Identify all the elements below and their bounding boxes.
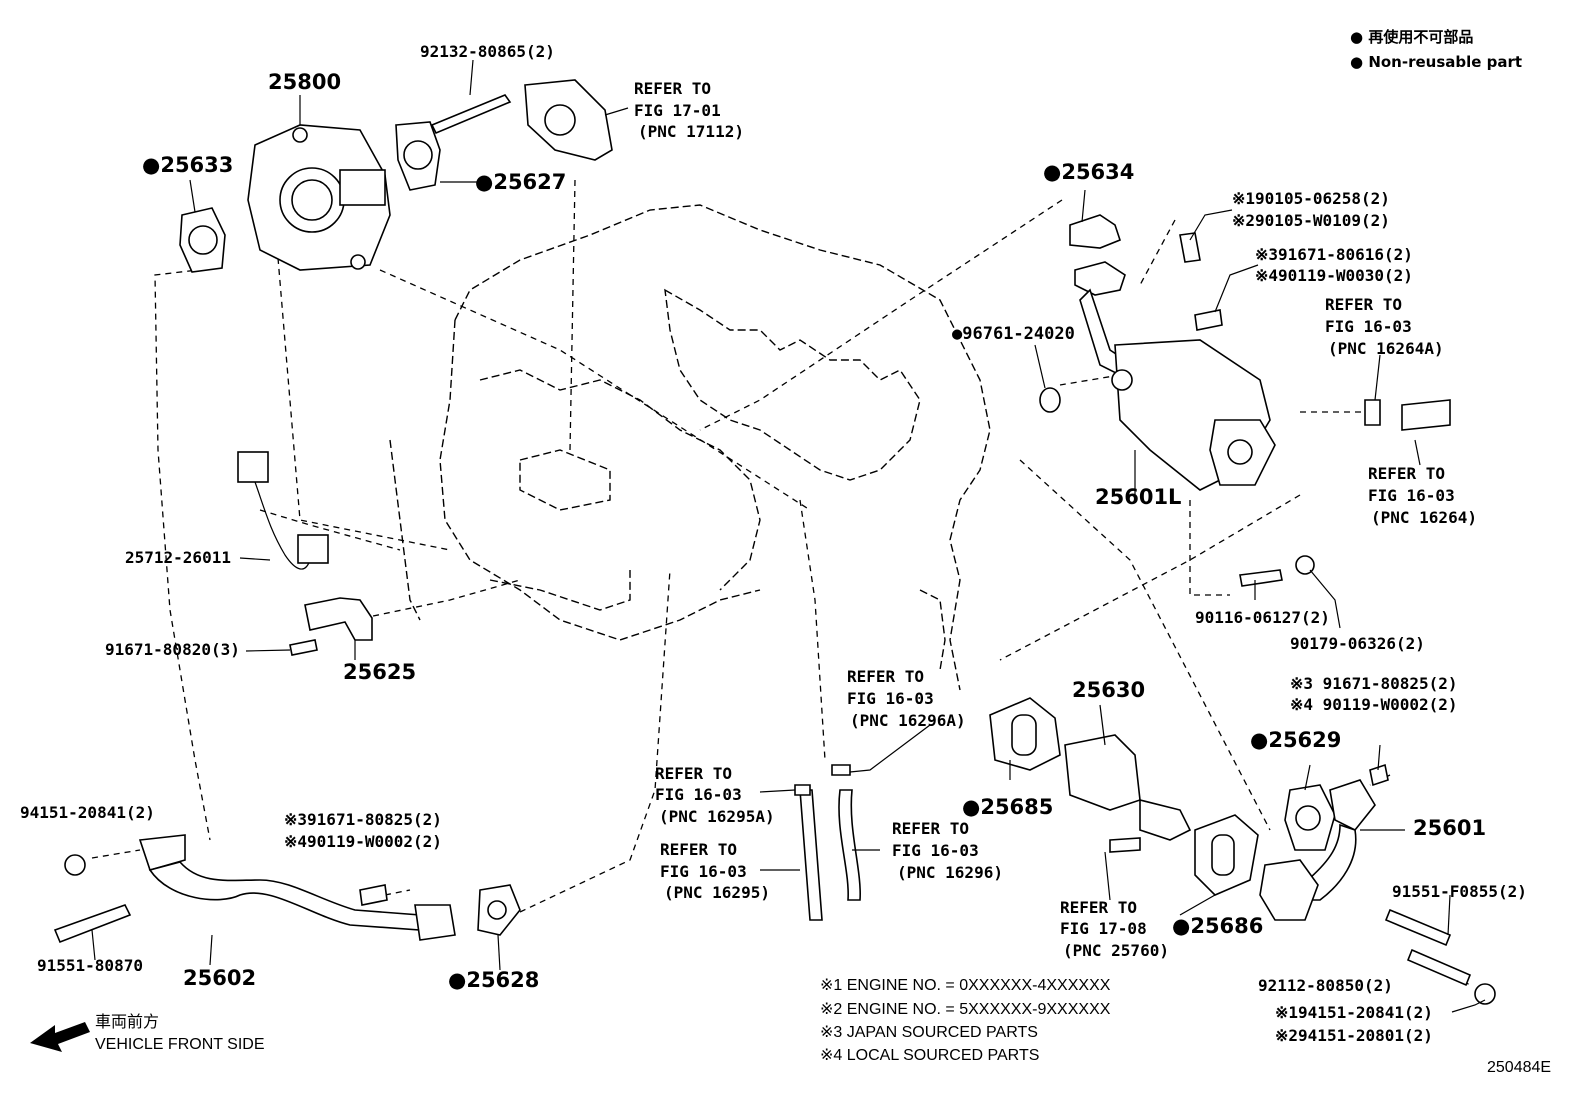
ref-16296-line2: FIG 16-03 xyxy=(892,841,979,860)
label-90105-2: ※290105-W0109(2) xyxy=(1232,211,1390,230)
engine-outline xyxy=(389,204,991,691)
direction-en: VEHICLE FRONT SIDE xyxy=(95,1036,265,1053)
bolts-egr xyxy=(1179,232,1451,587)
legend-nonreusable-jp: ● 再使用不可部品 xyxy=(1350,28,1474,46)
label-25634: 25634 xyxy=(1043,162,1134,183)
sensor-25712 xyxy=(237,451,329,570)
ref-17-01-line2: FIG 17-01 xyxy=(634,101,721,120)
label-25601L: 25601L xyxy=(1095,485,1182,509)
label-25800: 25800 xyxy=(268,70,342,94)
label-91671-80820: 91671-80820(3) xyxy=(105,640,240,659)
label-91671-80616: ※391671-80616(2) xyxy=(1255,245,1413,264)
vehicle-front-arrow xyxy=(30,1022,90,1052)
ref-16296A-line1: REFER TO xyxy=(847,667,925,686)
ref-16296-line1: REFER TO xyxy=(892,819,970,838)
gasket-25629 xyxy=(1284,784,1336,851)
bolt-91671 xyxy=(289,639,318,656)
direction-jp: 車両前方 xyxy=(95,1014,160,1031)
label-25685: 25685 xyxy=(962,797,1053,818)
label-25601: 25601 xyxy=(1413,816,1487,840)
ref-25760-line3: (PNC 25760) xyxy=(1063,941,1169,960)
figure-id: 250484E xyxy=(1487,1059,1552,1076)
ref-16295A-line2: FIG 16-03 xyxy=(655,785,742,804)
hoses xyxy=(794,764,861,921)
ref-16296A-line3: (PNC 16296A) xyxy=(850,711,966,730)
ref-16296A-line2: FIG 16-03 xyxy=(847,689,934,708)
label-91671-80825-r: ※3 91671-80825(2) xyxy=(1290,674,1458,693)
ref-16295A-line1: REFER TO xyxy=(655,764,733,783)
gasket-25633 xyxy=(179,207,226,273)
valve-25630 xyxy=(1064,734,1192,853)
gasket-25627 xyxy=(395,121,441,191)
label-91551-80870: 91551-80870 xyxy=(37,956,143,975)
label-96761: 96761-24020 xyxy=(952,326,1075,343)
egr-pipe-25602 xyxy=(138,834,521,941)
label-92112: 92112-80850(2) xyxy=(1258,976,1393,995)
note-2: ※2 ENGINE NO. = 5XXXXXX-9XXXXXX xyxy=(820,1001,1111,1018)
label-25625: 25625 xyxy=(343,660,417,684)
label-25627: 25627 xyxy=(475,172,566,193)
gasket-25686 xyxy=(1194,814,1259,896)
note-3: ※3 JAPAN SOURCED PARTS xyxy=(820,1024,1038,1041)
ref-16264A-line3: (PNC 16264A) xyxy=(1328,339,1444,358)
nut-94151 xyxy=(64,854,86,876)
label-25629: 25629 xyxy=(1250,730,1341,751)
label-25628: 25628 xyxy=(448,970,539,991)
o-ring-96761 xyxy=(1039,387,1061,413)
note-1: ※1 ENGINE NO. = 0XXXXXX-4XXXXXX xyxy=(820,977,1111,994)
label-90119-W0002-r: ※4 90119-W0002(2) xyxy=(1290,695,1458,714)
ref-17-01-line1: REFER TO xyxy=(634,79,712,98)
bolt-91671-lower xyxy=(359,884,388,906)
assembly-lines xyxy=(91,179,1471,986)
intake-adapter xyxy=(524,79,613,161)
label-90119-W0030: ※490119-W0030(2) xyxy=(1255,266,1413,285)
label-94151-20801: ※294151-20801(2) xyxy=(1275,1026,1433,1045)
ref-17-01-line3: (PNC 17112) xyxy=(638,122,744,141)
bolts-25601 xyxy=(1369,763,1496,1005)
ref-16264-line3: (PNC 16264) xyxy=(1371,508,1477,527)
leader-lines xyxy=(91,59,1486,1013)
label-90119-W0002-l: ※490119-W0002(2) xyxy=(284,832,442,851)
ref-16264-line2: FIG 16-03 xyxy=(1368,486,1455,505)
note-4: ※4 LOCAL SOURCED PARTS xyxy=(820,1047,1040,1064)
ref-16295-line1: REFER TO xyxy=(660,840,738,859)
ref-16264A-line2: FIG 16-03 xyxy=(1325,317,1412,336)
ref-25760-line1: REFER TO xyxy=(1060,898,1138,917)
label-25712: 25712-26011 xyxy=(125,548,231,567)
ref-16296-line3: (PNC 16296) xyxy=(897,863,1003,882)
ref-25760-line2: FIG 17-08 xyxy=(1060,919,1147,938)
label-90116: 90116-06127(2) xyxy=(1195,608,1330,627)
label-91671-80825-l: ※391671-80825(2) xyxy=(284,810,442,829)
label-25686: 25686 xyxy=(1172,916,1263,937)
gasket-25685 xyxy=(989,697,1061,771)
label-92132: 92132-80865(2) xyxy=(420,42,555,61)
label-25602: 25602 xyxy=(183,966,257,990)
ref-16264A-line1: REFER TO xyxy=(1325,295,1403,314)
egr-pipe-25601 xyxy=(1259,779,1376,921)
ref-16264-line1: REFER TO xyxy=(1368,464,1446,483)
legend-nonreusable-en: ● Non-reusable part xyxy=(1350,53,1523,71)
egr-cooler-25601L xyxy=(1069,214,1276,491)
stud-92132 xyxy=(430,94,512,135)
label-25633: 25633 xyxy=(142,155,233,176)
ref-16295-line2: FIG 16-03 xyxy=(660,862,747,881)
bolt-91551 xyxy=(53,904,132,944)
label-94151-20841-r: ※194151-20841(2) xyxy=(1275,1003,1433,1022)
bracket-25625 xyxy=(304,597,373,641)
label-94151-20841: 94151-20841(2) xyxy=(20,803,155,822)
ref-16295-line3: (PNC 16295) xyxy=(664,883,770,902)
label-90179: 90179-06326(2) xyxy=(1290,634,1425,653)
ref-16295A-line3: (PNC 16295A) xyxy=(659,807,775,826)
label-25630: 25630 xyxy=(1072,678,1146,702)
label-90105-1: ※190105-06258(2) xyxy=(1232,189,1390,208)
label-91551-F0855: 91551-F0855(2) xyxy=(1392,882,1527,901)
throttle-body xyxy=(247,124,391,271)
